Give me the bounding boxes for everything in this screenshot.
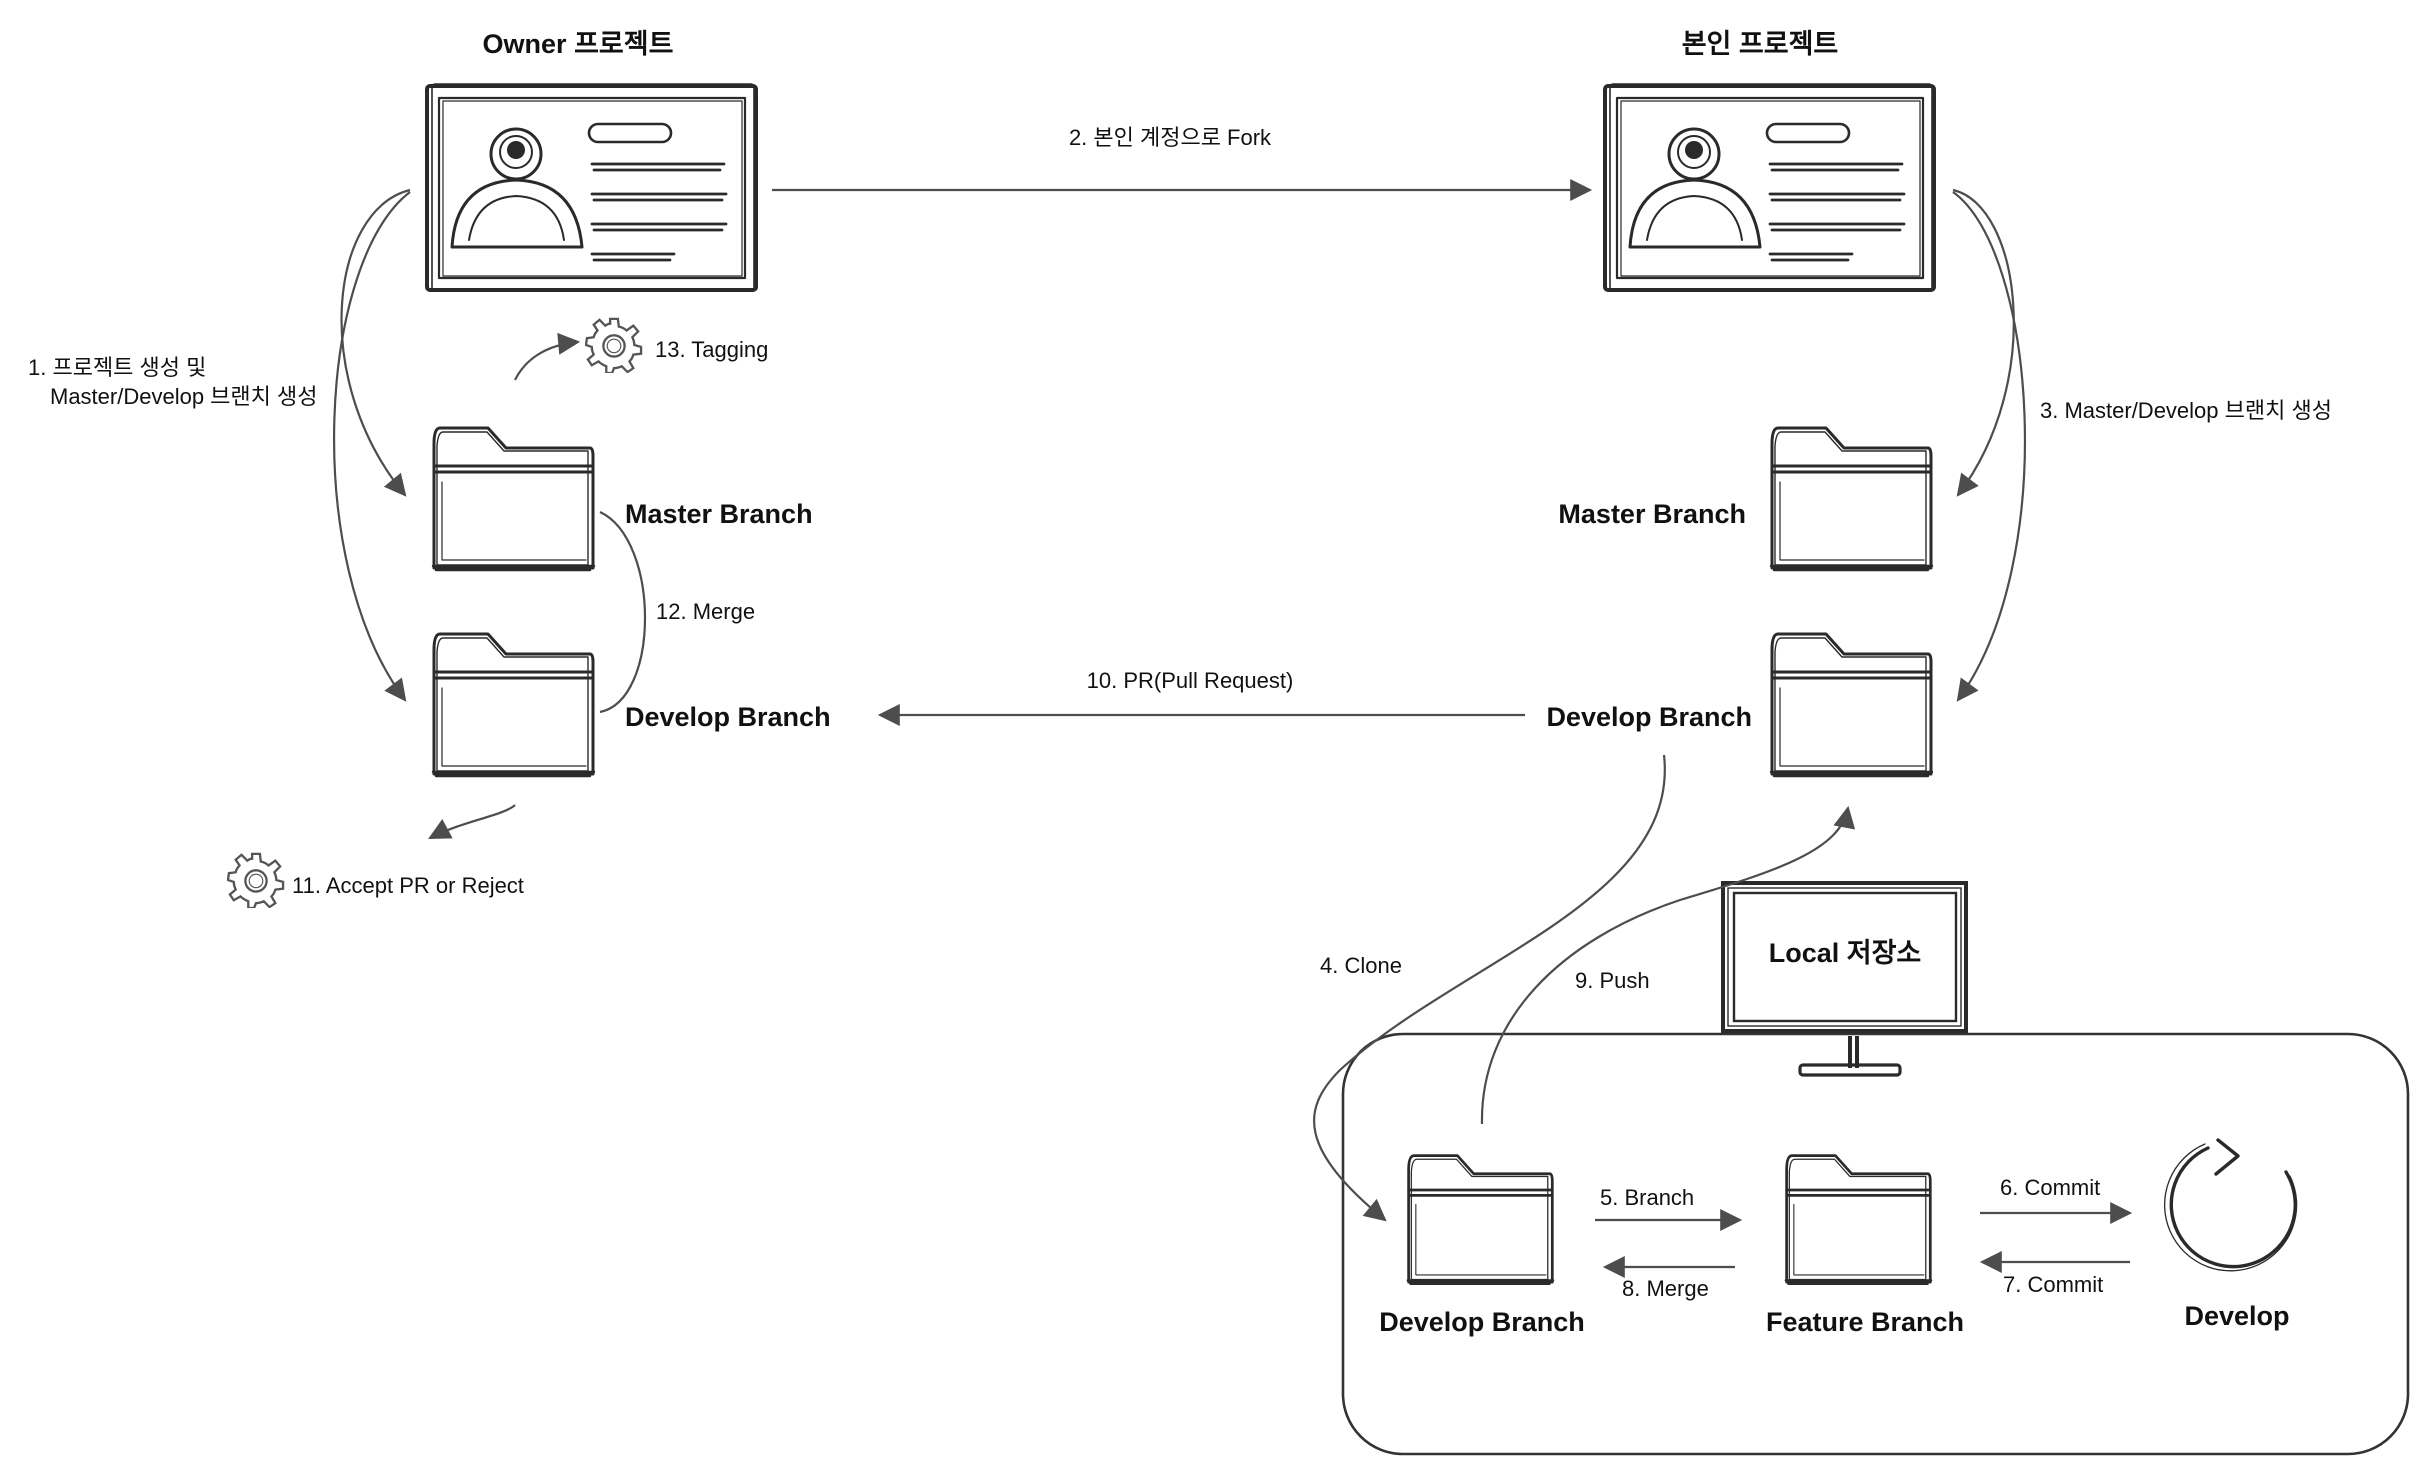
develop-cycle-label: Develop [2184, 1301, 2289, 1331]
owner-master-folder-icon[interactable] [431, 426, 596, 572]
step-10-label: 10. PR(Pull Request) [1087, 668, 1294, 693]
my-master-branch-label: Master Branch [1558, 499, 1746, 529]
local-repo-container [1341, 1032, 2410, 1456]
step-1-arrow-master [340, 188, 411, 497]
local-develop-folder-icon[interactable] [1406, 1154, 1555, 1286]
step-13-label: 13. Tagging [655, 337, 768, 362]
step-1-label-line2: Master/Develop 브랜치 생성 [50, 384, 318, 409]
owner-develop-branch-label: Develop Branch [625, 702, 831, 732]
step-11-label: 11. Accept PR or Reject [292, 873, 524, 898]
step-2-label: 2. 본인 계정으로 Fork [1069, 125, 1272, 150]
step-8-label: 8. Merge [1622, 1276, 1709, 1301]
my-project-card-icon[interactable] [1603, 82, 1936, 293]
step-1-label-line1: 1. 프로젝트 생성 및 [28, 355, 206, 380]
my-develop-folder-icon[interactable] [1769, 632, 1934, 778]
step-1-arrow-develop [333, 191, 411, 702]
step-6-label: 6. Commit [2000, 1175, 2100, 1200]
local-feature-folder-icon[interactable] [1784, 1154, 1933, 1286]
step-3-label: 3. Master/Develop 브랜치 생성 [2040, 398, 2332, 423]
local-develop-branch-label: Develop Branch [1379, 1307, 1585, 1337]
refresh-cycle-icon[interactable] [2164, 1138, 2298, 1272]
step-9-push-arrow [1480, 805, 1856, 1125]
local-repo-title: Local 저장소 [1769, 938, 1922, 968]
step-5-label: 5. Branch [1600, 1185, 1694, 1210]
my-develop-branch-label: Develop Branch [1546, 702, 1752, 732]
monitor-icon[interactable] [1721, 881, 1968, 1077]
step-13-arrow [514, 332, 581, 381]
step-4-label: 4. Clone [1320, 953, 1402, 978]
my-master-folder-icon[interactable] [1769, 426, 1934, 572]
step-9-label: 9. Push [1575, 968, 1650, 993]
step-7-label: 7. Commit [2003, 1272, 2103, 1297]
my-project-title: 본인 프로젝트 [1682, 29, 1839, 59]
step-11-arrow [428, 804, 516, 840]
step-4-clone-arrow [1312, 754, 1666, 1222]
owner-master-branch-label: Master Branch [625, 499, 813, 529]
step-12-label: 12. Merge [656, 599, 755, 624]
gear-icon[interactable] [585, 317, 643, 373]
owner-develop-folder-icon[interactable] [431, 632, 596, 778]
owner-project-title: Owner 프로젝트 [483, 29, 674, 59]
gear-icon[interactable] [227, 852, 285, 908]
owner-project-card-icon[interactable] [425, 82, 758, 293]
local-feature-branch-label: Feature Branch [1766, 1307, 1964, 1337]
step-3-arrow-develop [1952, 191, 2026, 702]
step-12-merge-bracket [599, 511, 646, 714]
step-3-arrow-master [1952, 188, 2015, 497]
